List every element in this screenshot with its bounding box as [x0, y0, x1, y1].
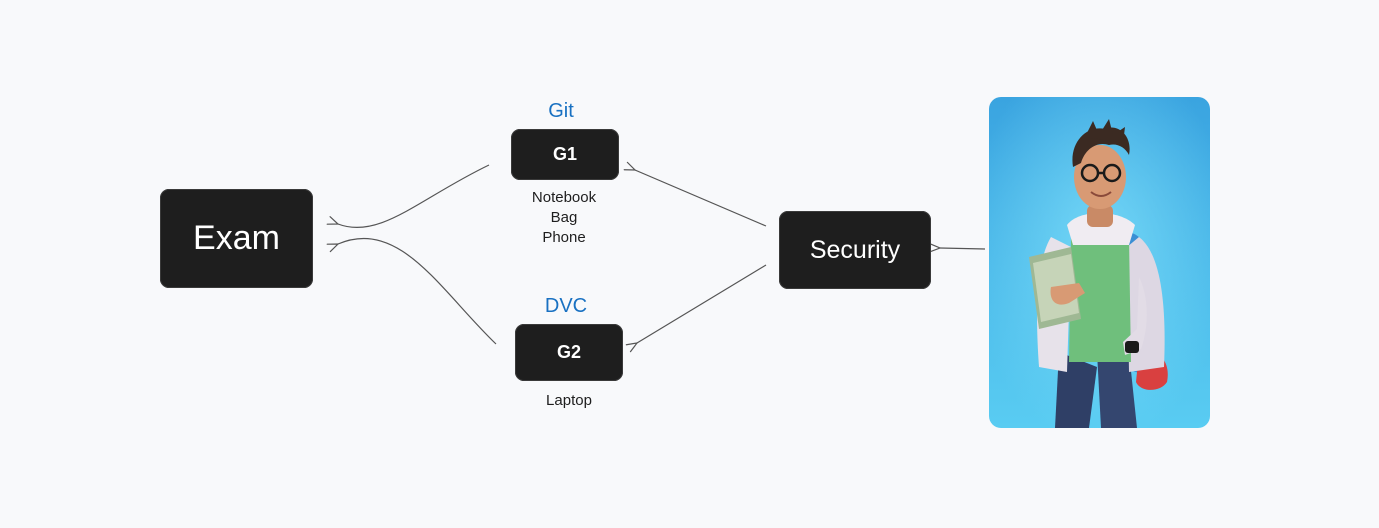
g1-item-list: Notebook Bag Phone	[504, 188, 624, 248]
arrow-g1-to-exam	[338, 164, 490, 229]
arrow-security-to-g1	[635, 170, 767, 227]
arrow-security-to-g2	[637, 264, 767, 343]
security-node[interactable]: Security	[779, 211, 931, 289]
g1-item-notebook: Notebook	[531, 189, 597, 206]
dvc-group-label: DVC	[544, 295, 588, 317]
arrow-g2-to-exam	[338, 238, 497, 345]
git-group-label: Git	[548, 100, 574, 122]
g1-item-phone: Phone	[542, 229, 586, 246]
g2-item-list: Laptop	[509, 391, 629, 411]
security-node-label: Security	[809, 235, 901, 264]
g2-node[interactable]: G2	[515, 324, 623, 381]
g2-item-laptop: Laptop	[546, 392, 592, 409]
g1-node-label: G1	[552, 144, 577, 164]
student-illustration	[989, 97, 1210, 428]
g1-node[interactable]: G1	[511, 129, 619, 180]
arrow-student-to-security	[940, 248, 986, 249]
g1-item-bag: Bag	[550, 209, 578, 226]
exam-node-label: Exam	[193, 219, 280, 257]
g2-node-label: G2	[556, 342, 581, 362]
student-image[interactable]	[989, 97, 1210, 428]
exam-node[interactable]: Exam	[160, 189, 313, 288]
